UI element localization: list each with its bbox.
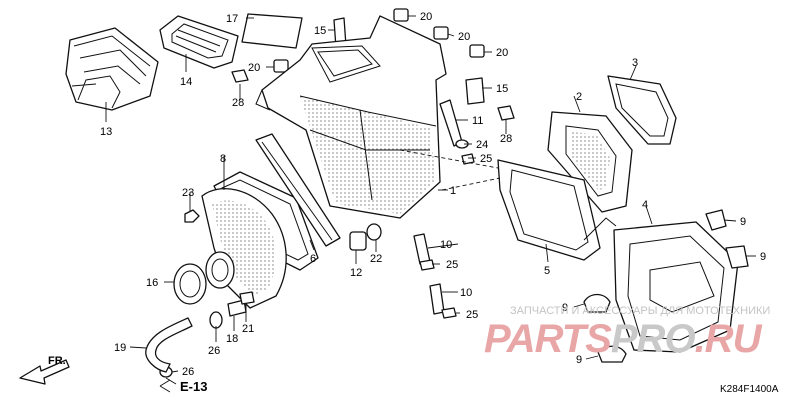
callout-26-upper: 26 — [208, 345, 220, 357]
callout-1: 1 — [450, 185, 456, 197]
callout-24: 24 — [476, 139, 488, 151]
part-17-pad — [241, 13, 303, 49]
callout-6: 6 — [310, 253, 316, 265]
section-link-label: E-13 — [180, 379, 207, 394]
callout-12: 12 — [350, 267, 362, 279]
callout-9-d: 9 — [576, 354, 582, 366]
part-28-bolt-left — [231, 69, 249, 83]
part-21-grommet — [239, 291, 255, 305]
part-9-clip-d — [597, 345, 627, 363]
part-28-bolt-right — [497, 105, 515, 121]
diagram-reference-code: K284F1400A — [720, 384, 779, 395]
callout-26-lower: 26 — [182, 366, 194, 378]
callout-15-right: 15 — [496, 83, 508, 95]
watermark-logo-part1: PARTS — [484, 317, 612, 361]
watermark-logo-part2: PRO — [611, 317, 696, 361]
part-20-nut-a — [393, 8, 409, 22]
front-direction-label: FR. — [48, 355, 66, 367]
callout-20-a: 20 — [420, 11, 432, 23]
part-20-nut-d — [273, 59, 289, 73]
callout-8: 8 — [220, 153, 226, 165]
callout-23: 23 — [182, 187, 194, 199]
callout-4: 4 — [642, 199, 648, 211]
callout-21: 21 — [242, 323, 254, 335]
leader-lines — [105, 15, 756, 385]
callout-9-a: 9 — [740, 216, 746, 228]
part-15-clip-right — [465, 77, 485, 105]
part-9-clip-c — [583, 293, 611, 313]
part-20-nut-b — [433, 26, 449, 40]
part-25-clip-a — [461, 153, 475, 165]
part-10-bolt-upper — [413, 233, 431, 265]
callout-25-a: 25 — [480, 153, 492, 165]
callout-13: 13 — [100, 126, 112, 138]
callout-20-b: 20 — [458, 31, 470, 43]
callout-2: 2 — [576, 91, 582, 103]
callout-25-c: 25 — [466, 309, 478, 321]
callout-9-c: 9 — [562, 302, 568, 314]
part-9-clip-b — [725, 245, 749, 269]
callout-10-lower: 10 — [460, 287, 472, 299]
watermark-logo-part3: .RU — [695, 317, 763, 361]
callout-17: 17 — [226, 13, 238, 25]
callout-16: 16 — [146, 277, 158, 289]
callout-15-upper: 15 — [314, 25, 326, 37]
part-22-plug — [366, 223, 382, 241]
callout-9-b: 9 — [760, 251, 766, 263]
part-20-nut-c — [469, 44, 485, 58]
callout-28-right: 28 — [500, 133, 512, 145]
part-11-bolt — [439, 99, 463, 147]
watermark-tagline: ЗАПЧАСТИ И АКСЕССУАРЫ ДЛЯ МОТОТЕХНИКИ — [510, 305, 770, 317]
part-14-element — [159, 15, 239, 69]
front-arrow-icon — [19, 359, 70, 385]
callout-18: 18 — [226, 333, 238, 345]
part-12-plug — [349, 231, 367, 251]
watermark: ЗАПЧАСТИ И АКСЕССУАРЫ ДЛЯ МОТОТЕХНИКИ PA… — [484, 305, 770, 361]
callout-14: 14 — [180, 76, 192, 88]
part-2-filter-frame — [547, 111, 633, 213]
callout-11: 11 — [472, 115, 483, 127]
part-6-seal-strip — [255, 133, 341, 247]
part-5-plate — [497, 159, 617, 261]
watermark-logo: PARTSPRO.RU — [484, 317, 763, 361]
callout-10-upper: 10 — [440, 239, 452, 251]
arrow-left-icon — [159, 379, 171, 393]
part-19-drain-tube — [145, 317, 193, 373]
callout-3: 3 — [632, 57, 638, 69]
part-26-clip-upper — [209, 311, 223, 329]
part-25-clip-c — [441, 307, 457, 319]
callout-5: 5 — [544, 265, 550, 277]
callout-28-left: 28 — [232, 97, 244, 109]
callout-20-d: 20 — [248, 62, 260, 74]
callout-25-b: 25 — [446, 259, 458, 271]
callout-22: 22 — [370, 253, 382, 265]
section-link[interactable]: E-13 — [159, 379, 207, 394]
callout-19: 19 — [114, 342, 126, 354]
part-1-housing — [255, 15, 447, 219]
front-direction-indicator: FR. — [19, 355, 70, 385]
part-9-clip-a — [705, 209, 727, 231]
part-13-duct — [65, 27, 159, 111]
part-25-clip-b — [419, 259, 435, 271]
part-16-band — [173, 251, 235, 305]
part-3-element-cover — [607, 75, 677, 145]
intake-duct — [201, 188, 287, 309]
part-23-nut — [184, 209, 200, 223]
part-4-cover — [613, 221, 739, 353]
callout-20-c: 20 — [496, 47, 508, 59]
